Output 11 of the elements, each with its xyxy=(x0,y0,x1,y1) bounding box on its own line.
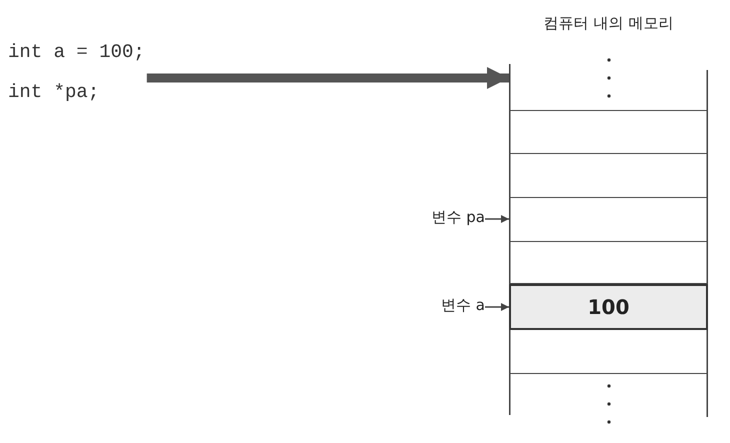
cell-value: 100 xyxy=(588,295,630,319)
code-line: int a = 100; xyxy=(8,40,145,65)
arrow xyxy=(485,303,509,311)
code-line: int *pa; xyxy=(8,80,100,105)
column-heading: 컴퓨터 내의 메모리 xyxy=(542,14,674,33)
variable-label: 변수 pa xyxy=(405,208,485,230)
variable-label: 변수 a xyxy=(405,296,485,318)
memory-cell xyxy=(509,110,708,154)
block-arrow xyxy=(146,67,509,89)
memory-cell xyxy=(509,284,708,330)
arrow xyxy=(485,215,509,223)
